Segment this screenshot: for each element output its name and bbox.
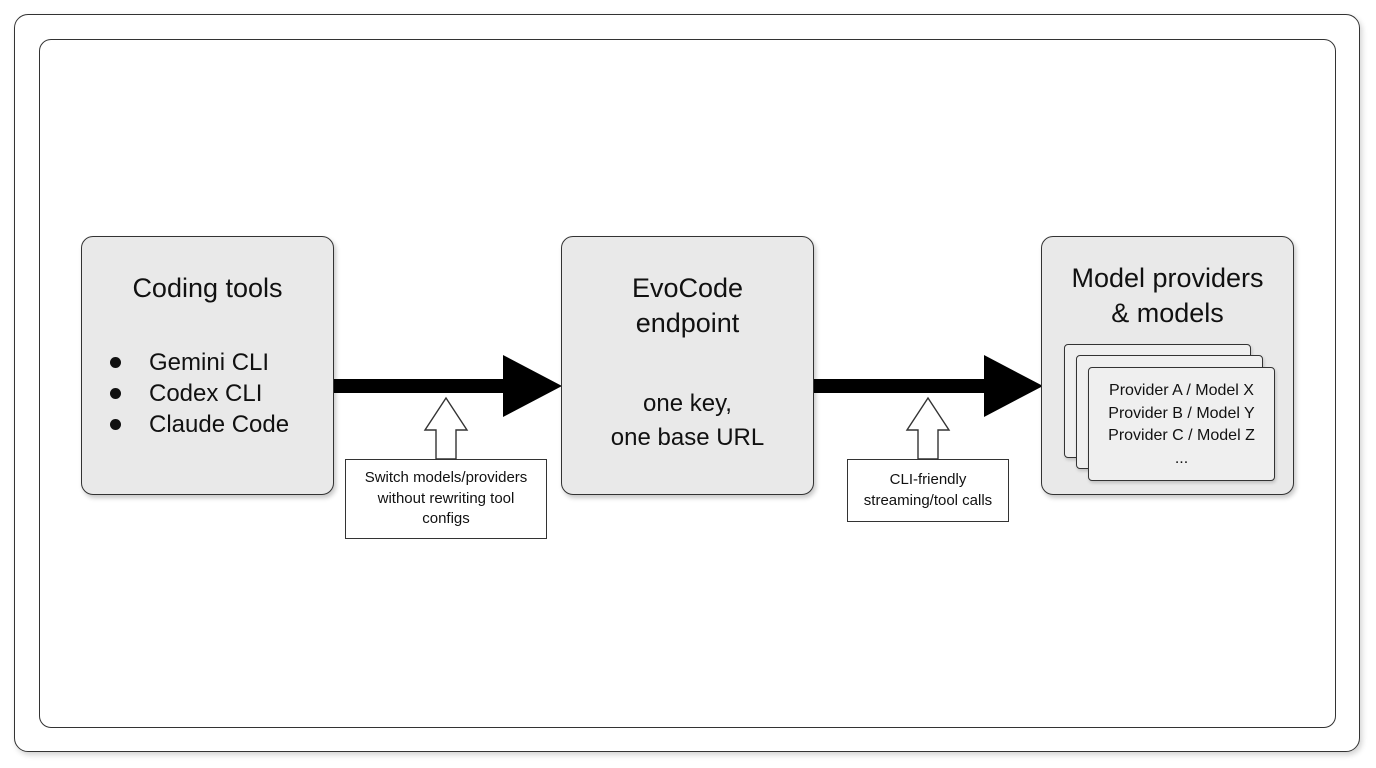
bullet-icon [110, 388, 121, 399]
arrow-endpoint-to-providers [814, 355, 1043, 417]
diagram-canvas [39, 39, 1336, 728]
bullet-icon [110, 419, 121, 430]
bullet-icon [110, 357, 121, 368]
note-cli-friendly: CLI-friendly streaming/tool calls [847, 459, 1009, 522]
callout-arrow-cli [905, 396, 951, 460]
note-line: Switch models/providers [364, 469, 528, 487]
coding-tools-list: Gemini CLI Codex CLI Claude Code [110, 347, 289, 440]
provider-model-item: ... [1174, 449, 1189, 467]
provider-model-item: Provider C / Model Z [1108, 427, 1255, 444]
provider-model-list: Provider A / Model X Provider B / Model … [1089, 380, 1274, 470]
list-item-codex-cli: Codex CLI [110, 378, 289, 409]
note-line: without rewriting tool [377, 489, 515, 507]
coding-tools-node: Coding tools Gemini CLI Codex CLI Claude… [81, 236, 334, 495]
note-line: CLI-friendly [889, 471, 967, 488]
list-item-label: Codex CLI [149, 380, 263, 407]
provider-model-item: Provider A / Model X [1109, 382, 1254, 399]
callout-arrow-switch [423, 396, 469, 460]
evocode-endpoint-title: EvoCode endpoint [631, 273, 744, 338]
model-providers-title: Model providers & models [1071, 263, 1264, 328]
list-item-label: Gemini CLI [149, 349, 270, 376]
provider-model-item: Provider B / Model Y [1108, 404, 1255, 422]
model-providers-node: Model providers & models Provider A / Mo… [1041, 236, 1294, 495]
coding-tools-title: Coding tools [132, 273, 283, 303]
note-line: configs [422, 510, 470, 528]
note-switch-models: Switch models/providers without rewritin… [345, 459, 547, 539]
outer-frame [14, 14, 1360, 752]
evocode-endpoint-subtitle: one key, one base URL [610, 390, 765, 451]
list-item-label: Claude Code [149, 411, 290, 438]
list-item-gemini-cli: Gemini CLI [110, 347, 289, 378]
list-item-claude-code: Claude Code [110, 409, 289, 440]
evocode-endpoint-node: EvoCode endpoint one key, one base URL [561, 236, 814, 495]
provider-card-front: Provider A / Model X Provider B / Model … [1088, 367, 1275, 481]
note-line: streaming/tool calls [863, 491, 993, 509]
arrow-tools-to-endpoint [333, 355, 562, 417]
